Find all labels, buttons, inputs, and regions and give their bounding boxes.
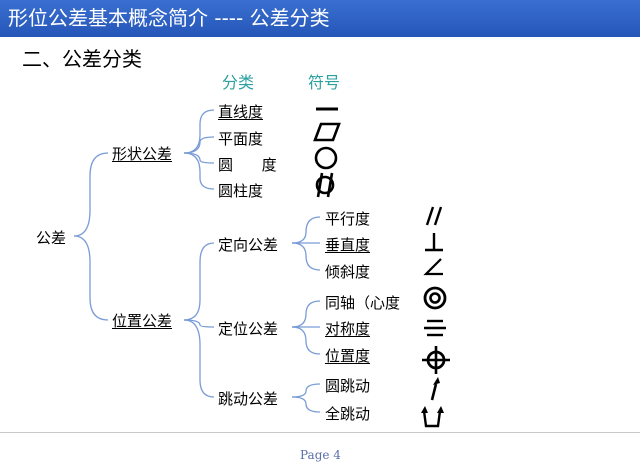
page-number: Page 4 (300, 448, 341, 462)
parallelism-icon (425, 206, 443, 226)
slide-title: 形位公差基本概念简介 ---- 公差分类 (0, 0, 640, 37)
flatness-label: 平面度 (218, 130, 264, 148)
perpendicularity-icon (425, 233, 443, 252)
section-heading: 二、公差分类 (22, 47, 142, 71)
straightness-label: 直线度 (218, 103, 264, 121)
concentricity-icon (423, 286, 447, 310)
total-runout-label: 全跳动 (325, 405, 371, 423)
position-label: 位置度 (325, 347, 371, 365)
concentricity-label: 同轴（心度 (325, 294, 401, 312)
parallelism-label: 平行度 (325, 210, 371, 228)
circularity-label: 圆 度 (218, 156, 277, 174)
category-column-heading: 分类 (222, 73, 255, 92)
circular-runout-icon (430, 377, 440, 401)
flatness-icon (313, 122, 341, 142)
cylindricity-label: 圆柱度 (218, 182, 264, 200)
symbol-column-heading: 符号 (308, 73, 341, 92)
position-icon (422, 346, 450, 374)
symmetry-icon (424, 319, 446, 337)
total-runout-icon (421, 406, 444, 428)
straightness-icon (316, 107, 338, 111)
angularity-icon (423, 258, 443, 276)
location-tolerance-label: 定位公差 (218, 320, 279, 338)
runout-tolerance-label: 跳动公差 (218, 390, 279, 408)
tolerance-root-label: 公差 (36, 229, 67, 247)
symmetry-label: 对称度 (325, 320, 371, 338)
orientation-tolerance-label: 定向公差 (218, 236, 279, 254)
angularity-label: 倾斜度 (325, 263, 371, 281)
perpendicularity-label: 垂直度 (325, 236, 371, 254)
position-tolerance-label: 位置公差 (112, 312, 173, 330)
form-tolerance-label: 形状公差 (112, 145, 173, 163)
circular-runout-label: 圆跳动 (325, 377, 371, 395)
footer-divider (0, 432, 640, 433)
cylindricity-icon (315, 172, 335, 198)
circularity-icon (314, 146, 338, 170)
